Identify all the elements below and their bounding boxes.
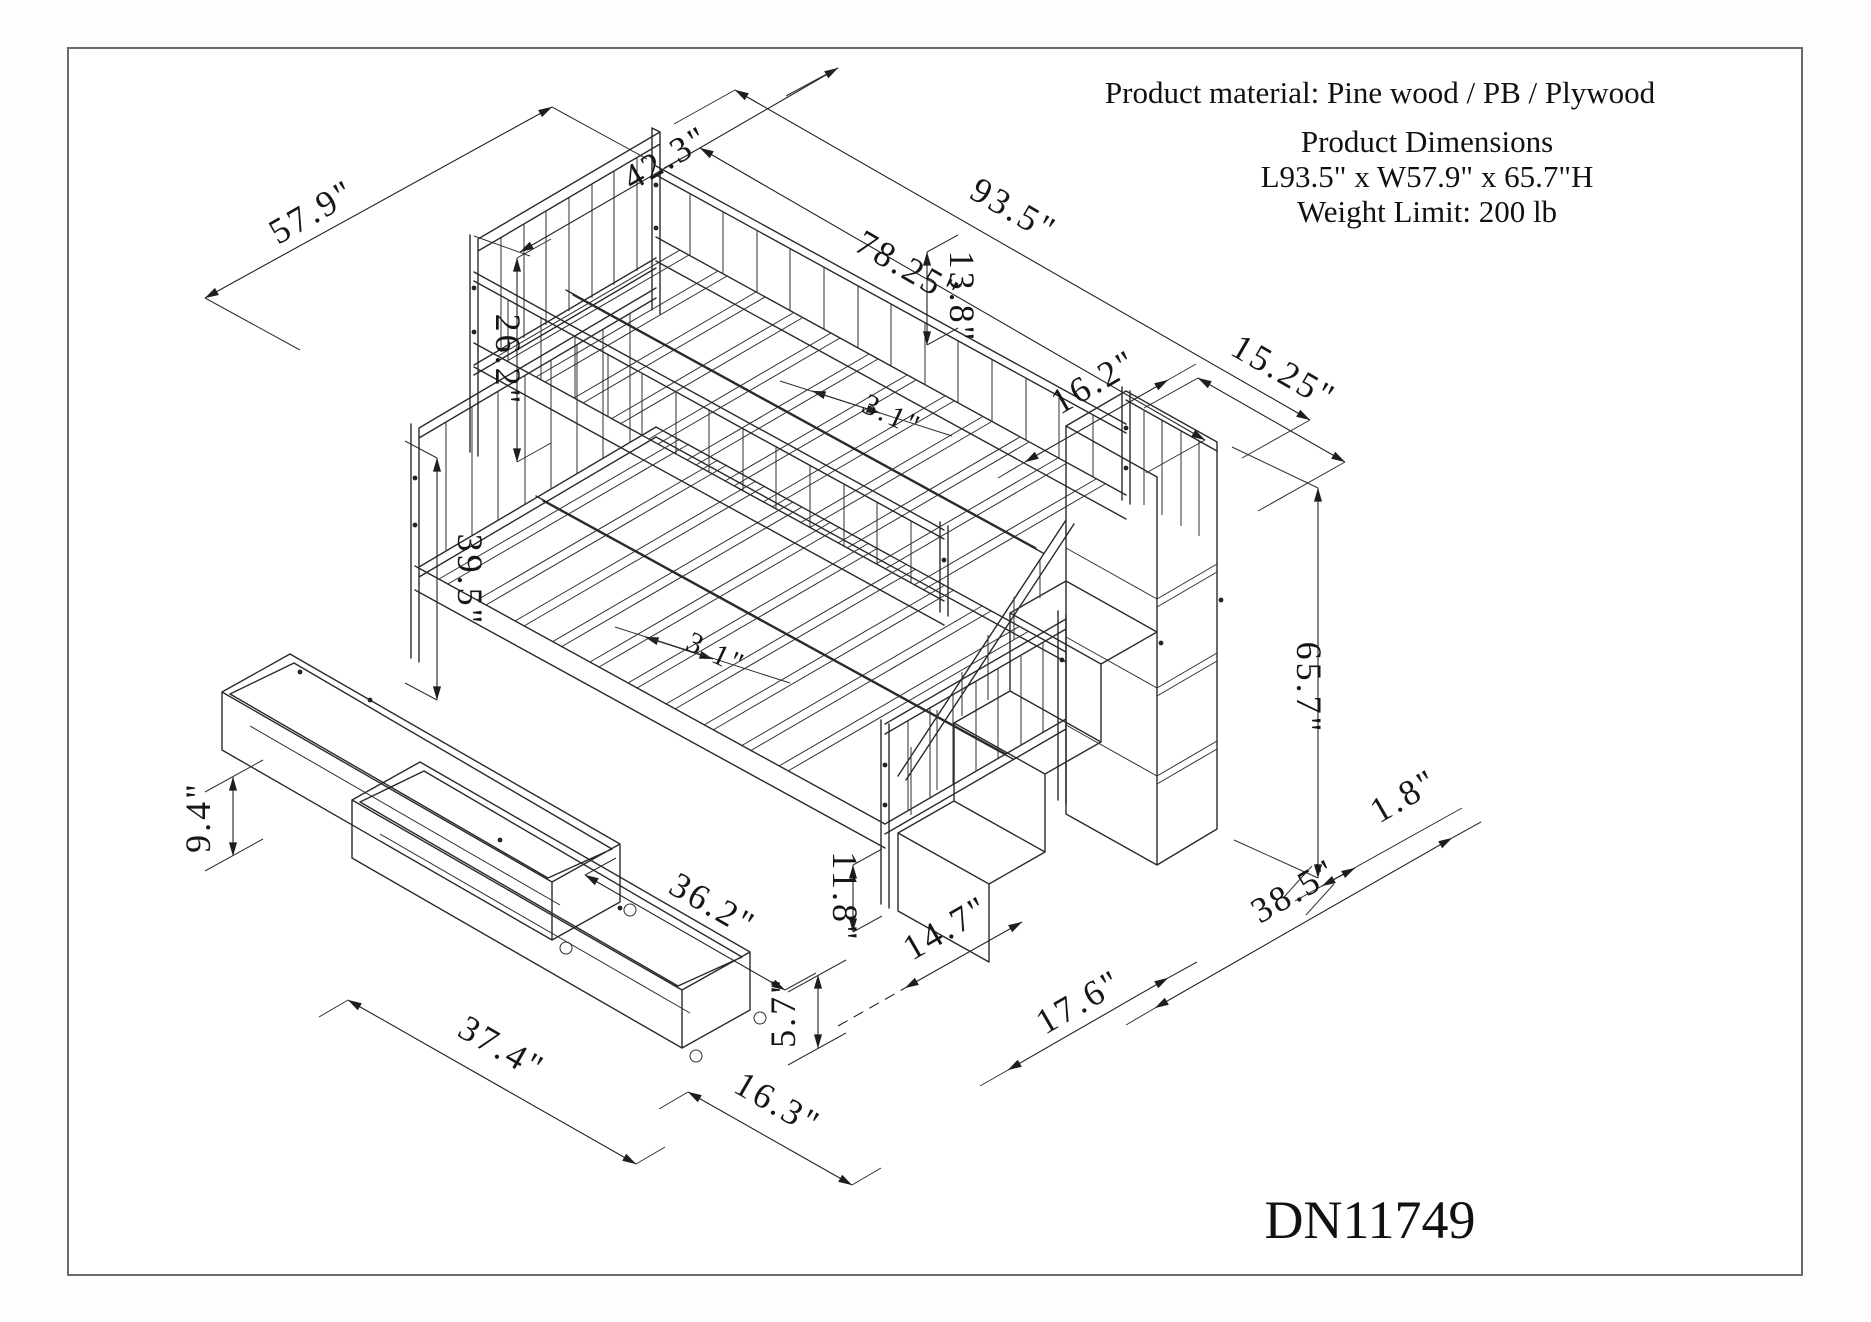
extension-lines bbox=[204, 67, 1482, 1186]
sheet-border bbox=[67, 47, 1803, 1276]
dim-label-underbed-clearance: 11.8" bbox=[825, 851, 865, 942]
lower-bunk-art bbox=[410, 287, 1067, 909]
model-number: DN11749 bbox=[1265, 1190, 1476, 1250]
product-dimensions-title: Product Dimensions bbox=[1301, 124, 1553, 159]
weight-limit-text: Weight Limit: 200 lb bbox=[1297, 194, 1557, 229]
dim-label-lower-post-height: 39.5" bbox=[450, 534, 490, 627]
dim-label-overall-height: 65.7" bbox=[1289, 642, 1329, 735]
dim-label-drawer-side-height: 5.7" bbox=[763, 976, 803, 1048]
dim-label-guardrail-height: 13.8" bbox=[942, 251, 982, 344]
dim-label-drawer-height: 9.4" bbox=[178, 781, 218, 853]
product-material-text: Product material: Pine wood / PB / Plywo… bbox=[1105, 75, 1656, 110]
product-dimensions-value: L93.5" x W57.9" x 65.7"H bbox=[1261, 159, 1594, 194]
dim-label-upper-rail-height: 26.2" bbox=[488, 314, 528, 407]
product-info-block: Product material: Pine wood / PB / Plywo… bbox=[1105, 75, 1656, 229]
